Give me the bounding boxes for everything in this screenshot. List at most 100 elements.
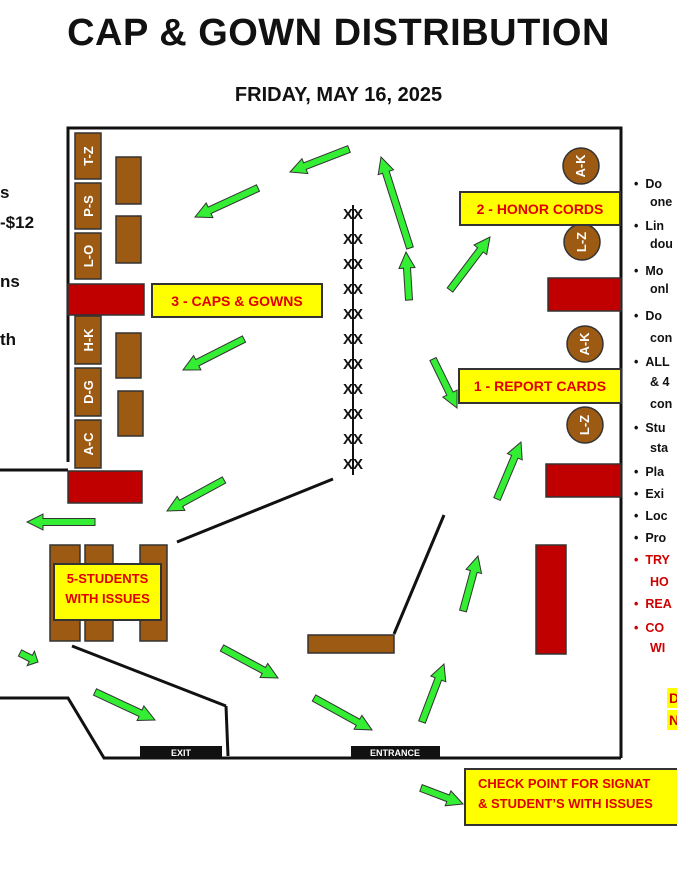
flow-arrow xyxy=(92,688,157,722)
table-label: D-G xyxy=(81,380,96,404)
note-line: WI xyxy=(650,641,666,655)
bottom-right-fragment: N xyxy=(667,710,677,730)
round-table-labels: A-K L-Z A-K L-Z xyxy=(573,154,592,435)
inner-table xyxy=(115,156,142,205)
note-line: • Mo xyxy=(634,264,664,278)
table-h-k xyxy=(74,315,102,365)
station-honor-cords: 2 - HONOR CORDS xyxy=(459,191,621,226)
flow-arrow xyxy=(493,440,523,502)
note-line: • Do xyxy=(634,177,662,191)
flow-arrow xyxy=(182,335,247,371)
note-bullet: • xyxy=(634,487,646,501)
note-line: • Do xyxy=(634,309,662,323)
note-bullet: • xyxy=(634,553,646,567)
note-line: & 4 xyxy=(650,375,670,389)
checkpoint-line: & STUDENT’S WITH ISSUES xyxy=(478,796,653,811)
note-line: • REA xyxy=(634,597,672,611)
note-line: • Lin xyxy=(634,219,665,233)
checkpoint-label: CHECK POINT FOR SIGNAT & STUDENT’S WITH … xyxy=(464,768,677,826)
note-line: con xyxy=(650,397,673,411)
red-table-bottom-left xyxy=(67,470,143,504)
inner-tables xyxy=(115,156,144,437)
table-label: A-C xyxy=(81,432,96,456)
red-table-right-2 xyxy=(545,463,622,498)
round-table-label: A-K xyxy=(573,154,588,178)
note-line: • Loc xyxy=(634,509,668,523)
flow-arrow xyxy=(398,250,416,301)
red-table-right-3 xyxy=(535,544,567,655)
barrier-mark: XX xyxy=(343,306,363,323)
barrier-mark: XX xyxy=(343,256,363,273)
station-report-cards: 1 - REPORT CARDS xyxy=(458,368,622,404)
flow-arrow xyxy=(219,644,279,679)
checkpoint-line: CHECK POINT FOR SIGNAT xyxy=(478,776,651,791)
flow-arrow xyxy=(17,649,39,667)
note-bullet: • xyxy=(634,621,646,635)
barrier-mark: XX xyxy=(343,381,363,398)
table-label: T-Z xyxy=(81,146,96,166)
exit-door xyxy=(140,746,222,759)
room-wall xyxy=(176,477,334,544)
table-t-z xyxy=(74,132,102,180)
station-students-line: 5-STUDENTS xyxy=(66,571,149,586)
note-line: sta xyxy=(650,441,669,455)
inner-table xyxy=(117,390,144,437)
instructions-list: • Do one • Lin dou • Mo onl • Do con • A… xyxy=(634,176,677,656)
room-wall xyxy=(392,514,446,635)
left-fragment: -$12 xyxy=(0,213,35,232)
bench xyxy=(307,634,395,654)
page-title: CAP & GOWN DISTRIBUTION xyxy=(67,12,610,54)
left-fragment: th xyxy=(0,330,17,349)
barrier-mark: XX xyxy=(343,356,363,373)
barrier-mark: XX xyxy=(343,331,363,348)
note-bullet: • xyxy=(634,421,646,435)
barrier-mark: XX xyxy=(343,231,363,248)
note-bullet: • xyxy=(634,509,646,523)
flow-arrow xyxy=(166,476,227,512)
entrance-door xyxy=(351,746,440,759)
room-wall xyxy=(71,644,227,708)
exit-label: EXIT xyxy=(171,748,192,758)
red-table-right-1 xyxy=(547,277,622,312)
note-line: • CO xyxy=(634,621,665,635)
note-bullet: • xyxy=(634,264,646,278)
table-label: P-S xyxy=(81,195,96,217)
barrier-mark: XX xyxy=(343,456,363,473)
table-a-c xyxy=(74,419,102,469)
note-line: onl xyxy=(650,282,669,296)
note-bullet: • xyxy=(634,597,646,611)
note-line: • TRY xyxy=(634,553,670,567)
note-line: • Pro xyxy=(634,531,667,545)
inner-table xyxy=(115,332,142,379)
note-bullet: • xyxy=(634,355,646,369)
note-bullet: • xyxy=(634,309,646,323)
note-line: • Pla xyxy=(634,465,665,479)
note-line: • ALL xyxy=(634,355,670,369)
flow-arrow xyxy=(377,155,414,250)
flow-arrow xyxy=(311,694,373,731)
note-bullet: • xyxy=(634,177,646,191)
table-label: L-O xyxy=(81,245,96,267)
flow-arrow xyxy=(418,662,447,724)
round-table xyxy=(566,406,604,444)
round-table xyxy=(562,147,600,185)
flow-arrow xyxy=(25,513,96,531)
left-table-labels: T-Z P-S L-O H-K D-G A-C xyxy=(81,146,96,455)
note-line: dou xyxy=(650,237,673,251)
round-table-label: A-K xyxy=(577,332,592,356)
bottom-right-fragment: D xyxy=(667,688,677,708)
flow-arrow xyxy=(193,184,261,219)
inner-table xyxy=(115,215,142,264)
flow-arrows xyxy=(17,145,523,807)
red-tables xyxy=(67,277,622,655)
barrier-line: XX XX XX XX XX XX XX XX XX XX XX xyxy=(343,205,363,475)
round-tables xyxy=(562,147,604,444)
table-l-o xyxy=(74,232,102,280)
barrier-mark: XX xyxy=(343,431,363,448)
doors: EXIT ENTRANCE xyxy=(140,746,440,759)
note-line: • Stu xyxy=(634,421,666,435)
barrier-mark: XX xyxy=(343,281,363,298)
note-line: HO xyxy=(650,575,669,589)
left-fragment: ns xyxy=(0,272,20,291)
